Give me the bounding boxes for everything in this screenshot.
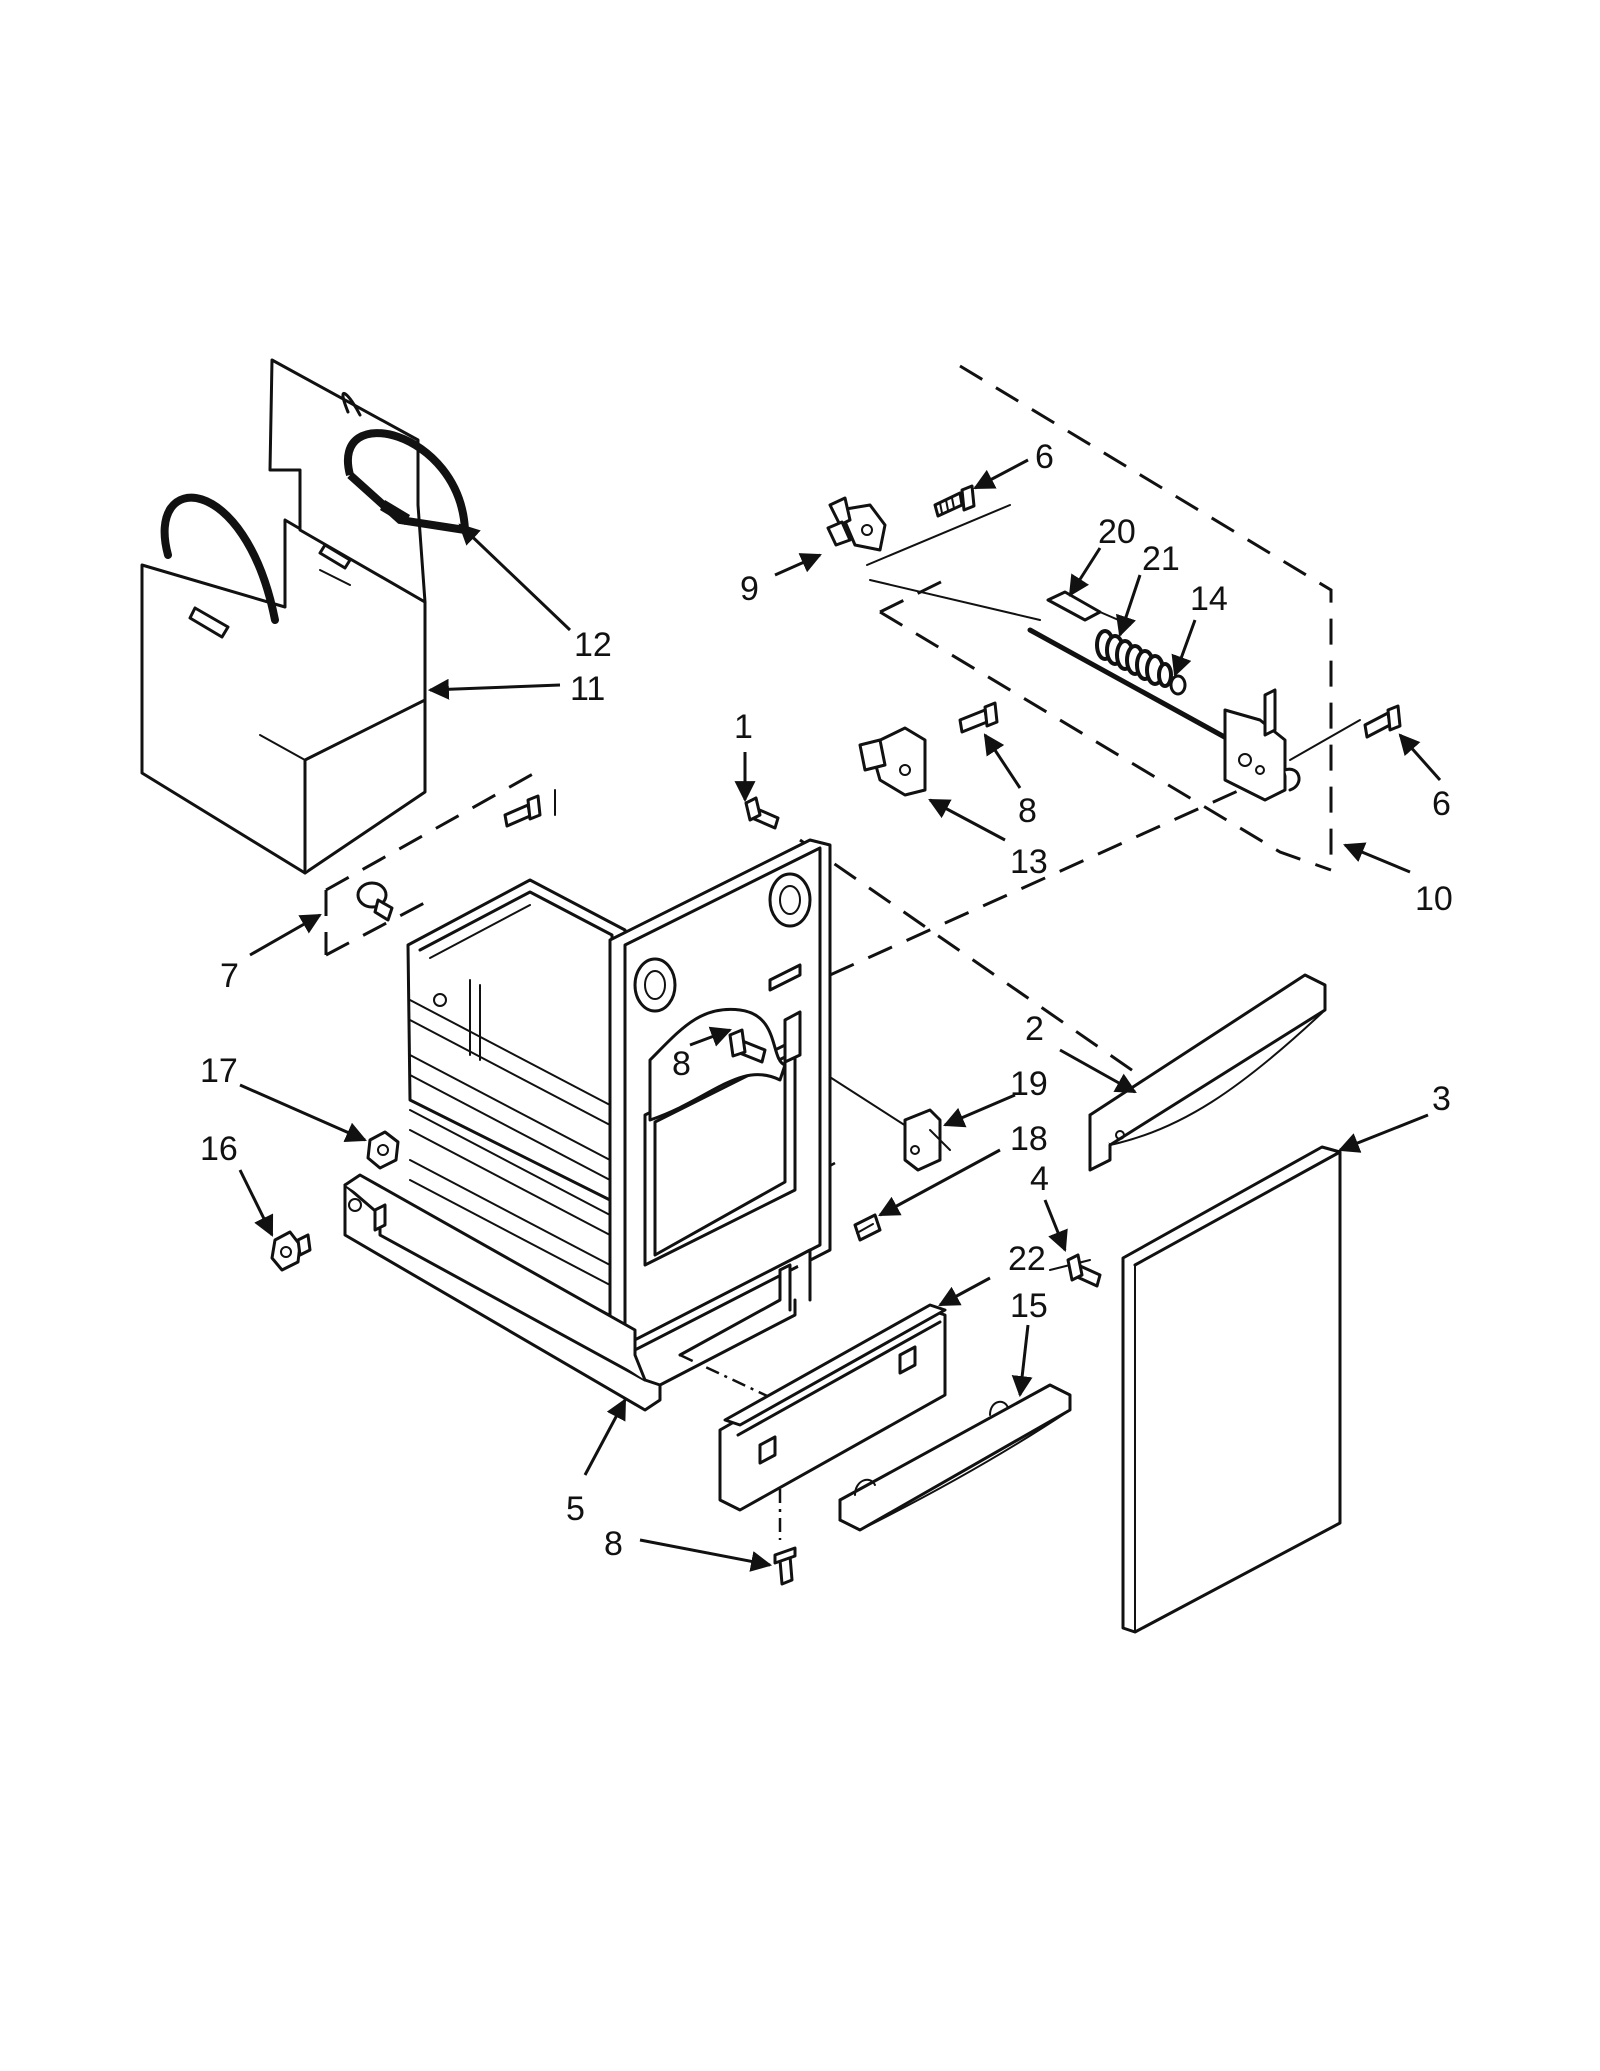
screw-part-7b [503, 794, 542, 828]
screw-part-4 [1066, 1253, 1102, 1288]
screw-part-18 [853, 1213, 882, 1242]
screw-part-6-right [1363, 704, 1402, 739]
callout-9: 9 [740, 570, 759, 608]
callout-11: 11 [570, 670, 605, 708]
latch-part-13 [858, 726, 927, 797]
rod-assembly [1027, 590, 1301, 802]
screw-part-6-top [933, 484, 976, 518]
kickplate-part-22 [718, 1303, 947, 1512]
screw-part-8-upper [958, 701, 999, 734]
callout-3: 3 [1432, 1080, 1451, 1118]
callout-5: 5 [566, 1490, 585, 1528]
callout-15: 15 [1010, 1287, 1048, 1325]
trim-part-2 [1088, 973, 1327, 1172]
side-panel-part-3 [1121, 1145, 1342, 1634]
callout-22: 22 [1008, 1240, 1046, 1278]
nut-part-17 [366, 1130, 400, 1170]
callout-17: 17 [200, 1052, 238, 1090]
callout-21: 21 [1142, 540, 1180, 578]
screw-part-8-center [728, 1028, 767, 1064]
callout-12: 12 [574, 626, 612, 664]
callout-7: 7 [220, 957, 239, 995]
callout-6-top: 6 [1035, 438, 1054, 476]
leader-lines [238, 458, 1442, 1572]
callout-16: 16 [200, 1130, 238, 1168]
callout-19: 19 [1010, 1065, 1048, 1103]
callout-4: 4 [1030, 1160, 1049, 1198]
callout-10: 10 [1415, 880, 1453, 918]
bolt-part-16 [270, 1230, 312, 1272]
callout-6-right: 6 [1432, 785, 1451, 823]
bin-part-11 [140, 358, 470, 875]
callout-18: 18 [1010, 1120, 1048, 1158]
callout-8-bottom: 8 [604, 1525, 623, 1563]
callout-1: 1 [734, 708, 753, 746]
callout-8-upper: 8 [1018, 792, 1037, 830]
bracket-part-19 [903, 1108, 951, 1172]
trim-part-15 [838, 1383, 1072, 1532]
callout-13: 13 [1010, 843, 1048, 881]
callout-14: 14 [1190, 580, 1228, 618]
hinge-part-9 [826, 496, 887, 552]
screw-part-8-bottom [773, 1546, 797, 1586]
callout-labels: 1 2 3 4 5 6 6 7 8 8 8 9 10 11 12 13 14 1… [200, 438, 1453, 1563]
main-frame [343, 838, 832, 1412]
screw-part-1 [744, 796, 780, 830]
callout-20: 20 [1098, 513, 1136, 551]
pivot-part-7 [356, 881, 394, 922]
callout-2: 2 [1025, 1010, 1044, 1048]
callout-8-center: 8 [672, 1045, 691, 1083]
